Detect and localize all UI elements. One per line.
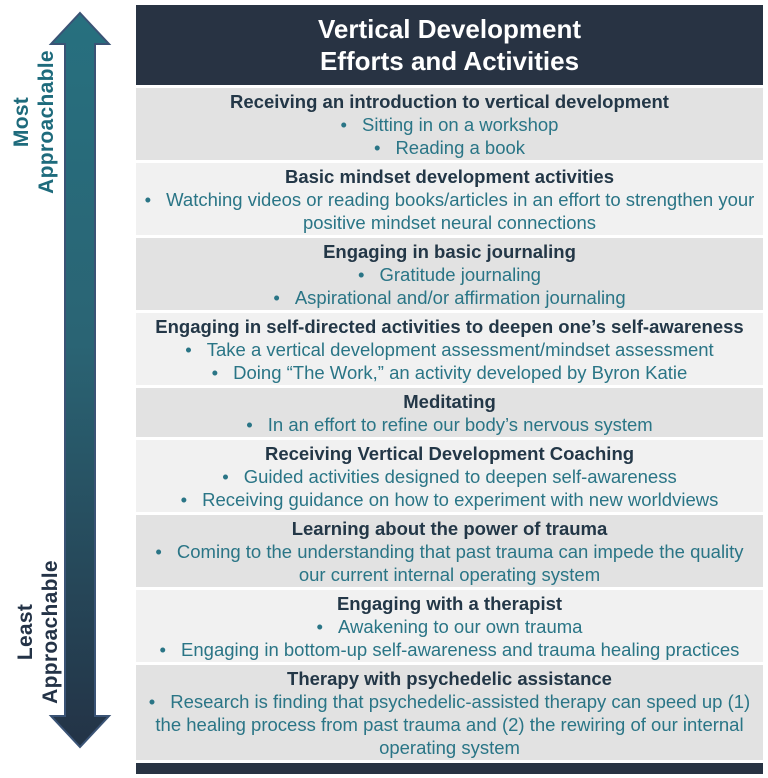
bullet-item: • Gratitude journaling — [144, 263, 755, 286]
bullet-text: Sitting in on a workshop — [362, 113, 559, 135]
bullet-icon: • — [159, 638, 167, 660]
row-title: Engaging with a therapist — [336, 592, 563, 614]
table-row-trauma-power: Learning about the power of trauma • Comi… — [136, 515, 763, 587]
row-title: Engaging in self-directed activities to … — [155, 315, 744, 337]
table-row-therapist: Engaging with a therapist • Awakening to … — [136, 590, 763, 662]
bullet-item: • Reading a book — [144, 136, 755, 159]
bullet-icon: • — [180, 488, 188, 510]
table-row-mindset: Basic mindset development activities • Wa… — [136, 163, 763, 235]
bullet-item: • Receiving guidance on how to experiment… — [144, 488, 755, 511]
bullet-item: • Take a vertical development assessment/… — [144, 338, 755, 361]
row-title: Therapy with psychedelic assistance — [287, 667, 612, 689]
bullet-item: • In an effort to refine our body’s nervo… — [144, 413, 755, 436]
bullet-item: • Sitting in on a workshop — [144, 113, 755, 136]
bullet-item: • Guided activities designed to deepen se… — [144, 465, 755, 488]
bullet-text: In an effort to refine our body’s nervou… — [267, 413, 653, 435]
bullet-icon: • — [185, 338, 192, 360]
bullet-item: • Awakening to our own trauma — [144, 615, 755, 638]
bullet-icon: • — [273, 286, 280, 308]
bullet-icon: • — [144, 188, 152, 210]
bullet-item: •Research is finding that psychedelic-as… — [144, 690, 755, 759]
bullet-icon: • — [246, 413, 253, 435]
bullet-item: • Doing “The Work,” an activity developed… — [144, 361, 755, 384]
bullet-text: Aspirational and/or affirmation journali… — [294, 286, 626, 308]
bullet-text: Reading a book — [395, 136, 526, 158]
bullet-icon: • — [222, 465, 229, 487]
bullet-icon: • — [148, 690, 156, 712]
row-title: Learning about the power of trauma — [291, 517, 608, 539]
table-bottom-bar — [136, 763, 763, 774]
table-row-meditating: Meditating • In an effort to refine our b… — [136, 388, 763, 437]
activities-table: Vertical Development Efforts and Activit… — [136, 5, 763, 774]
bullet-item: • Engaging in bottom-up self-awareness an… — [144, 638, 755, 661]
most-approachable-label: Most Approachable — [10, 50, 58, 194]
table-title: Vertical Development Efforts and Activit… — [136, 5, 763, 85]
bullet-text: Awakening to our own trauma — [338, 615, 583, 637]
table-row-journaling: Engaging in basic journaling • Gratitude … — [136, 238, 763, 310]
bullet-text: Coming to the understanding that past tr… — [176, 540, 744, 585]
bullet-icon: • — [316, 615, 324, 637]
row-title: Engaging in basic journaling — [323, 240, 576, 262]
bullet-text: Gratitude journaling — [379, 263, 541, 285]
double-arrow-shape — [48, 11, 112, 749]
table-row-intro: Receiving an introduction to vertical de… — [136, 88, 763, 160]
table-row-psychedelic: Therapy with psychedelic assistance •Res… — [136, 665, 763, 760]
bullet-text: Guided activities designed to deepen sel… — [243, 465, 677, 487]
table-row-coaching: Receiving Vertical Development Coaching … — [136, 440, 763, 512]
bullet-icon: • — [358, 263, 365, 285]
bullet-icon: • — [211, 361, 219, 383]
bullet-text: Watching videos or reading books/article… — [166, 188, 755, 233]
bullet-text: Receiving guidance on how to experiment … — [202, 488, 719, 510]
approachability-arrow — [48, 11, 112, 749]
row-title: Receiving Vertical Development Coaching — [264, 442, 635, 464]
bullet-icon: • — [340, 113, 348, 135]
bullet-text: Engaging in bottom-up self-awareness and… — [181, 638, 740, 660]
least-approachable-label: Least Approachable — [14, 560, 62, 704]
bullet-icon: • — [155, 540, 162, 562]
table-row-self-directed: Engaging in self-directed activities to … — [136, 313, 763, 385]
bullet-icon: • — [373, 136, 381, 158]
bullet-item: • Watching videos or reading books/articl… — [144, 188, 755, 234]
bullet-text: Take a vertical development assessment/m… — [206, 338, 714, 360]
bullet-item: • Aspirational and/or affirmation journal… — [144, 286, 755, 309]
bullet-text: Research is finding that psychedelic-ass… — [155, 690, 751, 758]
row-title: Receiving an introduction to vertical de… — [230, 90, 669, 112]
bullet-text: Doing “The Work,” an activity developed … — [233, 361, 688, 383]
row-title: Basic mindset development activities — [284, 165, 614, 187]
bullet-item: • Coming to the understanding that past t… — [144, 540, 755, 586]
row-title: Meditating — [403, 390, 496, 412]
